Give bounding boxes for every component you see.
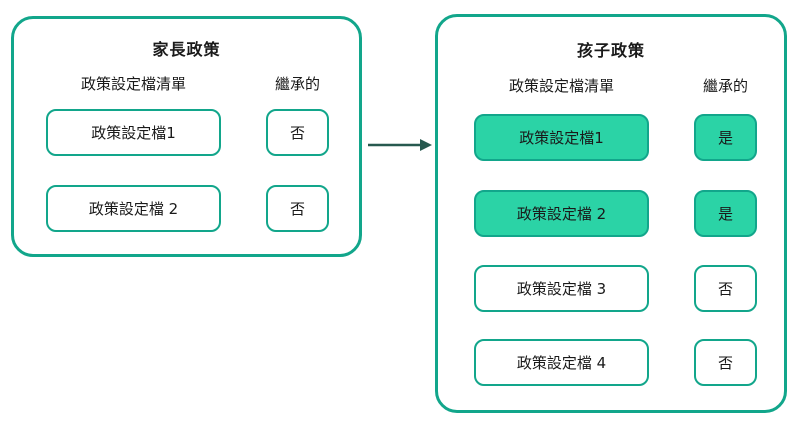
- child-inherited-column-header: 繼承的: [702, 77, 748, 95]
- parent-profile-box-2: 政策設定檔 2: [46, 185, 221, 232]
- inheritance-arrow: [364, 135, 436, 155]
- child-inherited-box-2: 是: [694, 190, 757, 237]
- child-inherited-box-1: 是: [694, 114, 757, 161]
- parent-profiles-column-header: 政策設定檔清單: [80, 75, 186, 93]
- child-inherited-box-4: 否: [694, 339, 757, 386]
- child-profiles-column-header: 政策設定檔清單: [508, 77, 614, 95]
- parent-inherited-column-header: 繼承的: [274, 75, 320, 93]
- parent-inherited-box-1: 否: [266, 109, 329, 156]
- parent-profile-box-1: 政策設定檔1: [46, 109, 221, 156]
- child-profile-box-2: 政策設定檔 2: [474, 190, 649, 237]
- parent-policy-panel: 家長政策 政策設定檔清單 繼承的 政策設定檔1 否 政策設定檔 2 否: [11, 16, 362, 257]
- child-inherited-box-3: 否: [694, 265, 757, 312]
- parent-inherited-box-2: 否: [266, 185, 329, 232]
- parent-panel-title: 家長政策: [152, 40, 221, 59]
- child-profile-box-1: 政策設定檔1: [474, 114, 649, 161]
- arrow-right-icon: [368, 139, 432, 151]
- child-panel-title: 孩子政策: [576, 41, 645, 60]
- child-policy-panel: 孩子政策 政策設定檔清單 繼承的 政策設定檔1 是 政策設定檔 2 是 政策設定…: [435, 14, 787, 413]
- child-profile-box-4: 政策設定檔 4: [474, 339, 649, 386]
- child-profile-box-3: 政策設定檔 3: [474, 265, 649, 312]
